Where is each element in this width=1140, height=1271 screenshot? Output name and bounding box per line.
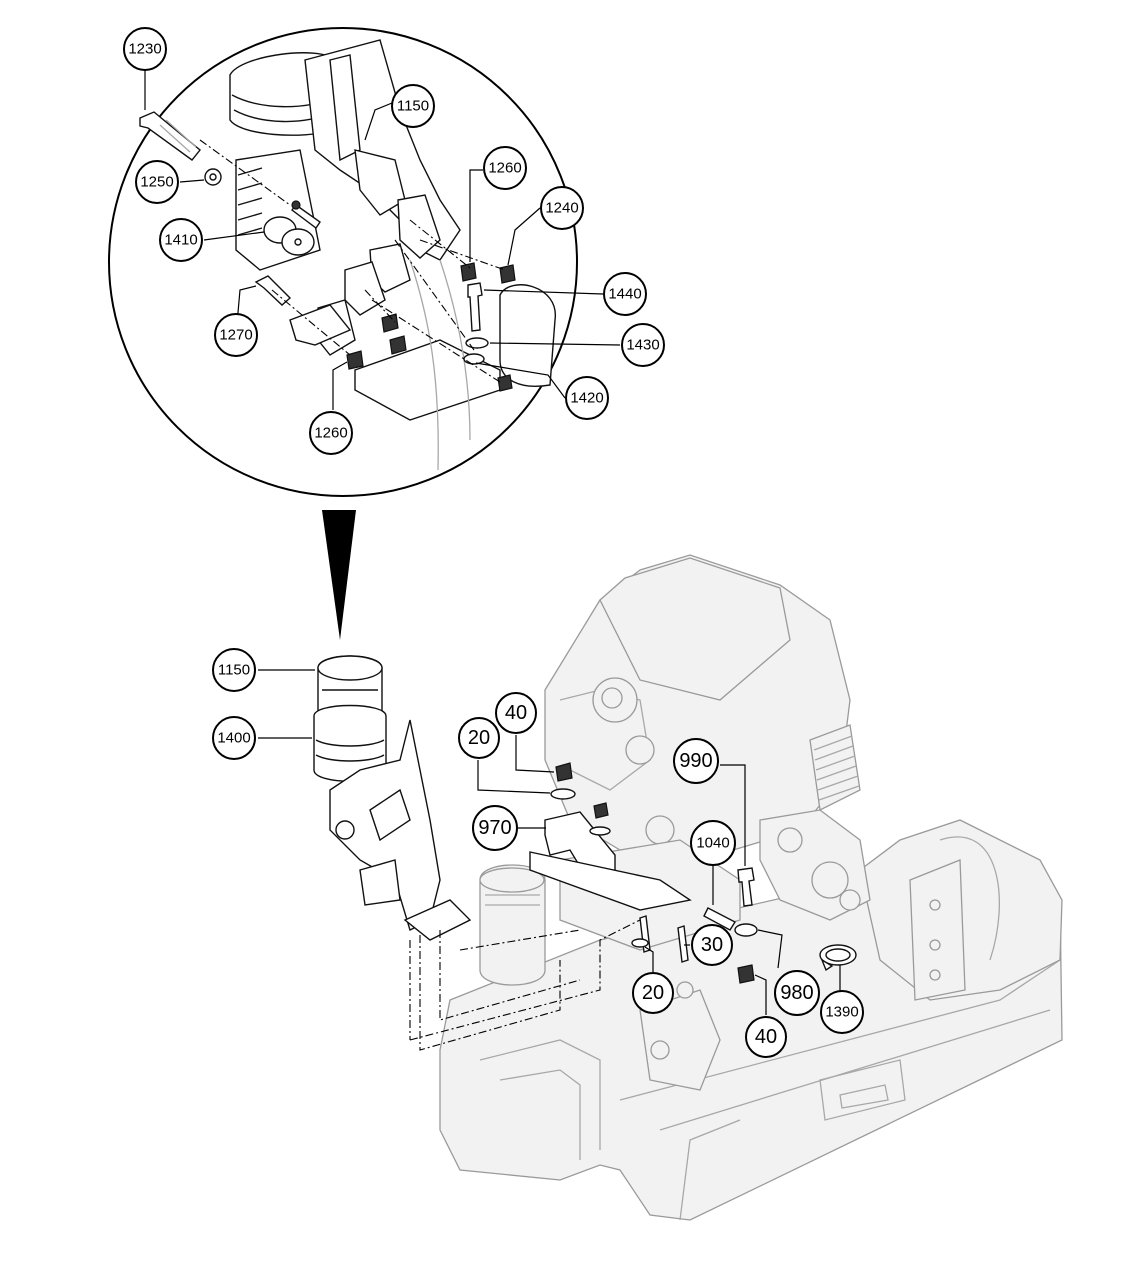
- callout-20-lower: 20: [632, 972, 674, 1014]
- callout-1390: 1390: [820, 990, 864, 1034]
- nut-40-top: [555, 762, 573, 782]
- nut-1240: [499, 264, 516, 284]
- washer-20-top: [550, 788, 576, 800]
- svg-text:1260: 1260: [314, 425, 347, 442]
- callout-1240: 1240: [540, 186, 584, 230]
- sleeve-1040: [703, 907, 736, 931]
- svg-text:1240: 1240: [545, 200, 578, 217]
- callout-20-top: 20: [458, 717, 500, 759]
- nut-1260-low: [389, 335, 407, 355]
- svg-text:1230: 1230: [128, 41, 161, 58]
- svg-text:1390: 1390: [825, 1004, 858, 1021]
- svg-text:1430: 1430: [626, 337, 659, 354]
- callout-40-lower: 40: [745, 1016, 787, 1058]
- callout-980: 980: [774, 970, 820, 1016]
- callouts: 1230 1150 1250 1260 1240 1410 1440 1270: [123, 27, 864, 1058]
- callout-970: 970: [472, 805, 518, 851]
- callout-1260-bottom: 1260: [309, 411, 353, 455]
- callout-1150: 1150: [212, 648, 256, 692]
- sensor-assembly: [313, 655, 641, 1051]
- washer-980: [734, 923, 758, 937]
- svg-text:970: 970: [478, 817, 511, 839]
- pointer-arrow: [322, 510, 356, 640]
- callout-1250: 1250: [135, 160, 179, 204]
- washer-20-lower: [631, 938, 649, 948]
- svg-text:20: 20: [468, 727, 490, 749]
- svg-text:40: 40: [755, 1026, 777, 1048]
- svg-text:1270: 1270: [219, 327, 252, 344]
- svg-text:20: 20: [642, 982, 664, 1004]
- svg-text:1440: 1440: [608, 286, 641, 303]
- nut-1260-bottom: [346, 350, 364, 370]
- bolt-990: [737, 867, 755, 907]
- screw-1440: [467, 282, 483, 332]
- svg-text:40: 40: [505, 702, 527, 724]
- machine-chassis: [439, 554, 1063, 1221]
- detail-magnifier: [108, 27, 578, 640]
- washer-1420: [463, 353, 485, 365]
- nut-1260-mid: [381, 313, 399, 333]
- callout-1410: 1410: [159, 218, 203, 262]
- svg-text:1150: 1150: [218, 662, 250, 679]
- callout-30: 30: [691, 924, 733, 966]
- svg-text:30: 30: [701, 934, 723, 956]
- svg-text:1260: 1260: [488, 160, 521, 177]
- washer-1430: [465, 337, 489, 349]
- callout-1260-top: 1260: [483, 146, 527, 190]
- bracket-small: [289, 304, 352, 346]
- callout-1270: 1270: [214, 313, 258, 357]
- svg-text:1420: 1420: [570, 390, 603, 407]
- callout-1430: 1430: [621, 323, 665, 367]
- nut-40-lower: [737, 964, 755, 984]
- svg-text:1400: 1400: [217, 730, 250, 747]
- callout-1420: 1420: [565, 376, 609, 420]
- svg-text:1150: 1150: [397, 98, 429, 115]
- svg-text:1250: 1250: [140, 174, 173, 191]
- svg-text:980: 980: [780, 982, 813, 1004]
- callout-1150-detail: 1150: [391, 84, 435, 128]
- svg-text:990: 990: [679, 750, 712, 772]
- callout-990: 990: [673, 738, 719, 784]
- callout-40-top: 40: [495, 692, 537, 734]
- callout-1440: 1440: [603, 272, 647, 316]
- svg-text:1040: 1040: [696, 835, 729, 852]
- callout-1040: 1040: [690, 820, 736, 866]
- fasteners-main: [529, 762, 857, 984]
- nut-1260-top: [460, 262, 477, 282]
- callout-1400: 1400: [212, 716, 256, 760]
- svg-text:1410: 1410: [164, 232, 197, 249]
- leader-lines: [144, 70, 841, 1015]
- callout-1230: 1230: [123, 27, 167, 71]
